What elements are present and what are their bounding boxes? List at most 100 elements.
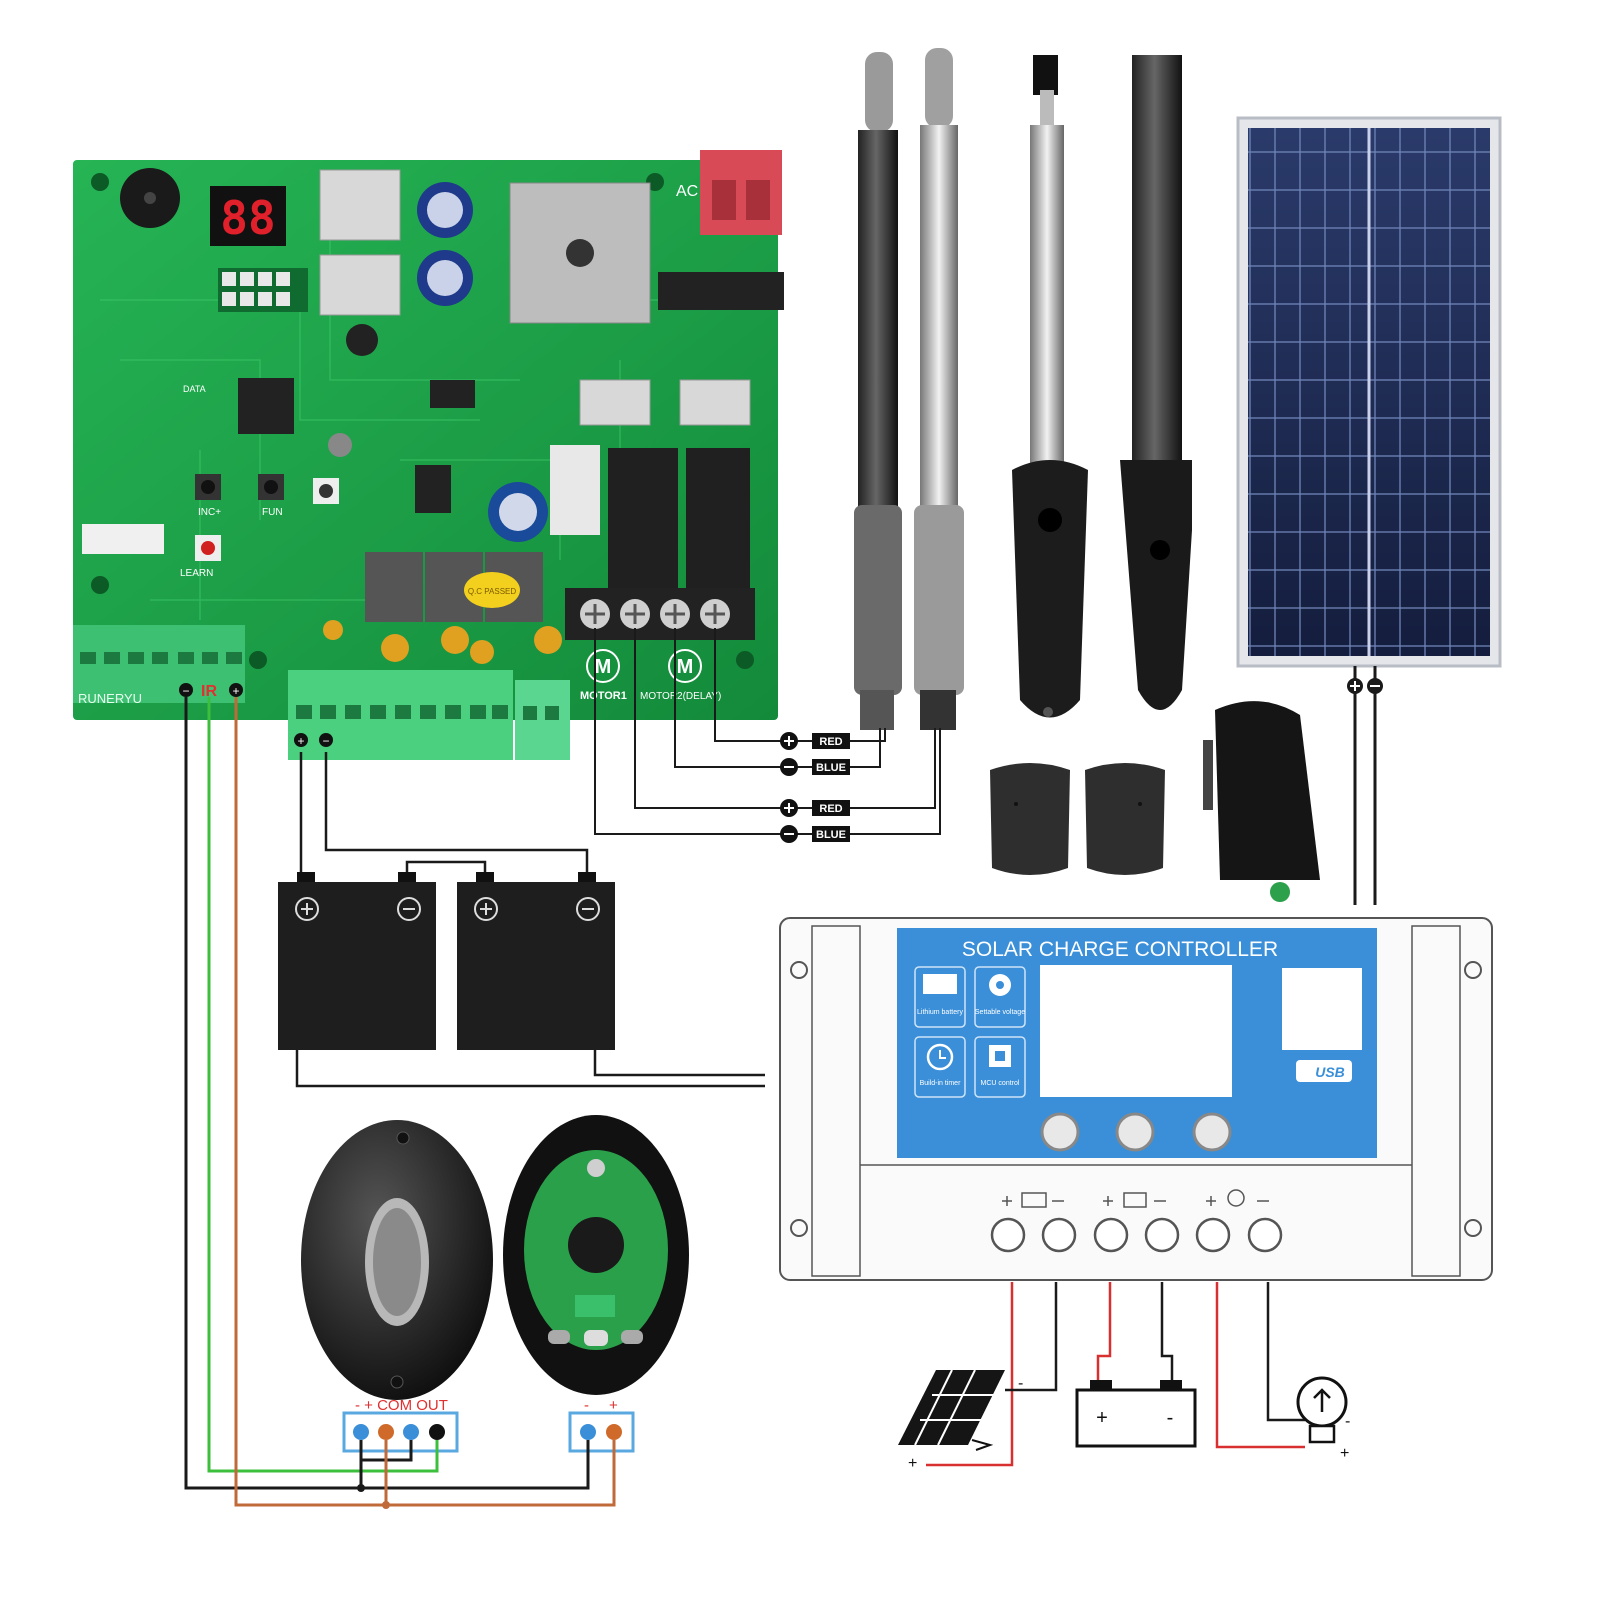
qc-label: Q.C PASSED — [468, 587, 517, 596]
ir-plus-marker — [229, 683, 243, 697]
usb-port[interactable] — [1296, 1060, 1352, 1082]
photocell-transmitter — [301, 1120, 493, 1400]
remote-2 — [1085, 763, 1165, 875]
receiver-terminal: - + — [568, 1397, 635, 1453]
pwr-plus-sign: + — [297, 734, 304, 748]
remote-receiver — [1203, 701, 1320, 902]
motor2-marking: M MOTOR2(DELAY) — [640, 649, 721, 702]
ir-wire-green — [207, 697, 439, 1473]
seven-segment-display — [210, 186, 286, 246]
actuator-3 — [1012, 55, 1088, 718]
control-board: 88 AC DATA — [73, 150, 784, 760]
wire-label-red-2-text: RED — [819, 803, 842, 815]
motor1-marking: M MOTOR1 — [580, 649, 627, 702]
pwr-plus-marker — [294, 733, 308, 747]
solar-charge-controller: SOLAR CHARGE CONTROLLER Lithium battery … — [779, 917, 1493, 1281]
usb-label: USB — [1315, 1064, 1345, 1080]
controller-terminal-icons — [1002, 1189, 1269, 1208]
white-header — [82, 524, 164, 554]
pwr-minus-marker — [319, 733, 333, 747]
board-buttons: INC+ FUN LEARN — [180, 474, 339, 579]
battery-1 — [278, 872, 436, 1050]
actuator-4 — [1120, 55, 1192, 710]
ir-wires — [184, 697, 616, 1509]
wire-label-red-1: RED — [780, 732, 850, 750]
ir-minus-marker — [179, 683, 193, 697]
lcd-screen — [1040, 965, 1232, 1097]
battery-1-minus-icon — [397, 897, 421, 921]
wire-label-blue-2: BLUE — [780, 825, 850, 843]
controller-buttons — [1040, 1112, 1232, 1152]
transmitter-terminal-label: - + COM OUT — [355, 1397, 448, 1414]
wire-label-blue-1: BLUE — [780, 758, 850, 776]
receiver-terminal-minus: - — [584, 1397, 589, 1414]
coils: Q.C PASSED — [323, 552, 562, 664]
battery-2-minus-icon — [576, 897, 600, 921]
lithium-battery-icon — [923, 974, 957, 994]
ac-label: AC — [676, 183, 698, 200]
actuator-1 — [854, 52, 902, 730]
learn-label: LEARN — [180, 568, 213, 579]
feature-timer-label: Build-in timer — [920, 1080, 962, 1087]
feature-mcu: MCU control — [974, 1036, 1026, 1098]
data-label: DATA — [183, 384, 206, 394]
motor1-label: MOTOR1 — [580, 690, 627, 702]
battery-2-plus-icon — [474, 897, 498, 921]
motor1-symbol: M — [595, 656, 612, 678]
clock-icon — [926, 1043, 954, 1071]
power-terminal-slots — [296, 705, 508, 719]
board-brand: RUNERYU — [78, 691, 142, 706]
remote-1 — [990, 763, 1070, 875]
jumper-grid — [218, 268, 308, 312]
battery-2 — [457, 872, 615, 1050]
solar-plus-label: + — [908, 1455, 917, 1472]
microcontroller — [238, 378, 294, 434]
controller-output-wires — [926, 1282, 1305, 1467]
battery-wires — [295, 752, 765, 1088]
load-battery-plus: + — [1096, 1407, 1108, 1429]
fun-label: FUN — [262, 507, 283, 518]
feature-lithium-label: Lithium battery — [917, 1009, 963, 1016]
motor2-symbol: M — [677, 656, 694, 678]
battery-small-icon — [1123, 1192, 1147, 1208]
ir-wire-brown — [234, 697, 616, 1507]
lamp-minus-label: - — [1345, 1413, 1350, 1430]
wire-label-red-2: RED — [780, 799, 850, 817]
menu-button[interactable] — [1040, 1112, 1080, 1152]
heatsinks — [319, 169, 751, 426]
qc-sticker — [464, 572, 520, 608]
feature-timer: Build-in timer — [914, 1036, 966, 1098]
lamp-icon — [1296, 1376, 1348, 1444]
receiver-terminal-plus: + — [609, 1397, 618, 1414]
ic-chip — [430, 380, 475, 408]
usb-panel — [1282, 968, 1362, 1050]
solar-panel — [1236, 116, 1502, 668]
bulb-small-icon — [1227, 1189, 1245, 1207]
down-button[interactable] — [1192, 1112, 1232, 1152]
motor2-label: MOTOR2(DELAY) — [640, 691, 721, 702]
feature-mcu-label: MCU control — [981, 1080, 1020, 1087]
inc-label: INC+ — [198, 507, 221, 518]
photocell-receiver — [503, 1115, 689, 1395]
lamp-plus-label: + — [1340, 1445, 1349, 1462]
small-solar-panel — [898, 1369, 1005, 1451]
display-digits: 88 — [220, 191, 275, 245]
rectifier-block — [509, 182, 651, 324]
ir-terminal-slots — [80, 652, 242, 664]
wire-label-blue-2-text: BLUE — [816, 829, 846, 841]
wire-label-blue-1-text: BLUE — [816, 762, 846, 774]
solar-panel-leads — [1347, 666, 1383, 905]
load-battery: + - — [1075, 1380, 1197, 1448]
fuse-holder — [658, 272, 784, 310]
ic-chip-2 — [415, 465, 451, 513]
solar-minus-label: - — [1018, 1375, 1023, 1392]
battery-1-plus-icon — [295, 897, 319, 921]
controller-terminals — [990, 1217, 1283, 1253]
solar-small-icon — [1021, 1192, 1047, 1208]
feature-voltage: Settable voltage — [974, 966, 1026, 1028]
ir-label: IR — [201, 683, 217, 700]
up-button[interactable] — [1115, 1112, 1155, 1152]
feature-lithium: Lithium battery — [914, 966, 966, 1028]
wire-label-red-1-text: RED — [819, 736, 842, 748]
